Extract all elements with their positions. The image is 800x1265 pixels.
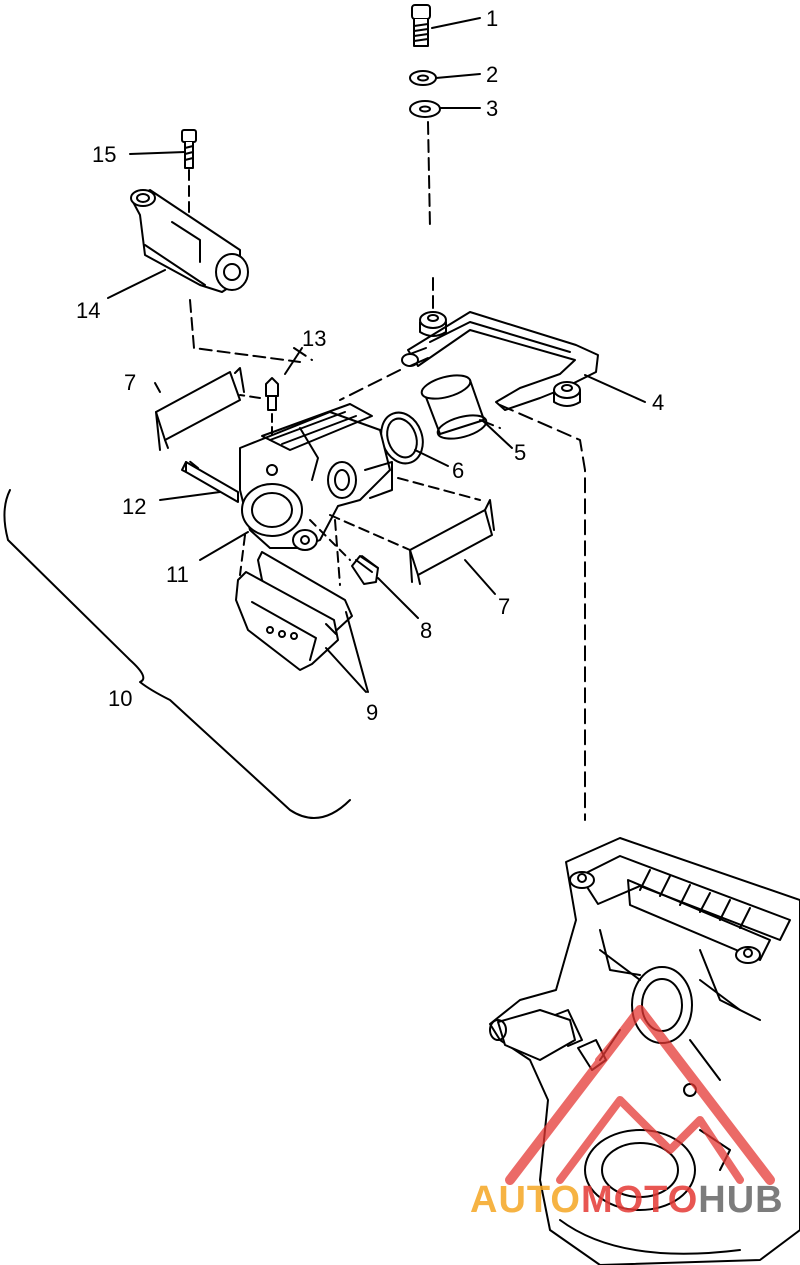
callout-5: 5 [514, 440, 526, 465]
elbow-fitting-part-14 [130, 189, 249, 293]
bleeder-screw-part-13 [265, 377, 279, 411]
group-brace-10 [3, 489, 351, 819]
washer-part-3 [409, 100, 441, 118]
callout-3: 3 [486, 96, 498, 121]
callout-4: 4 [652, 390, 664, 415]
pad-pin-part-12 [181, 461, 239, 503]
watermark-part-auto: AUTO [470, 1179, 581, 1221]
callout-14: 14 [76, 298, 100, 323]
caliper-bracket-part-4 [401, 311, 599, 411]
callout-11: 11 [166, 562, 189, 587]
callout-labels: 1 2 3 4 5 6 7 7 8 9 10 11 12 13 14 15 [76, 6, 664, 725]
callout-13: 13 [302, 326, 326, 351]
caliper-body-part-11 [239, 403, 393, 551]
watermark-part-moto: MOTO [581, 1179, 698, 1221]
watermark-text: AUTOMOTOHUB [470, 1179, 784, 1221]
shim-part-7-upper [155, 367, 245, 451]
watermark-part-hub: HUB [698, 1179, 783, 1221]
bolt-part-1 [411, 4, 431, 47]
callout-7-lower: 7 [498, 594, 510, 619]
piston-part-5 [420, 374, 488, 440]
shim-part-7-lower [409, 499, 495, 585]
lock-washer-part-2 [409, 70, 437, 86]
callout-10: 10 [108, 686, 132, 711]
callout-6: 6 [452, 458, 464, 483]
callout-9: 9 [366, 700, 378, 725]
svg-text:AUTOMOTOHUB: AUTOMOTOHUB [470, 1179, 784, 1221]
callout-8: 8 [420, 618, 432, 643]
bushing-part-8 [351, 555, 379, 585]
callout-15: 15 [92, 142, 116, 167]
callout-2: 2 [486, 62, 498, 87]
brake-pads-part-9 [235, 551, 353, 671]
callout-7-upper: 7 [124, 370, 136, 395]
callout-1: 1 [486, 6, 498, 31]
watermark-logo-icon [505, 1005, 775, 1185]
bolt-part-15 [181, 129, 197, 169]
callout-12: 12 [122, 494, 146, 519]
